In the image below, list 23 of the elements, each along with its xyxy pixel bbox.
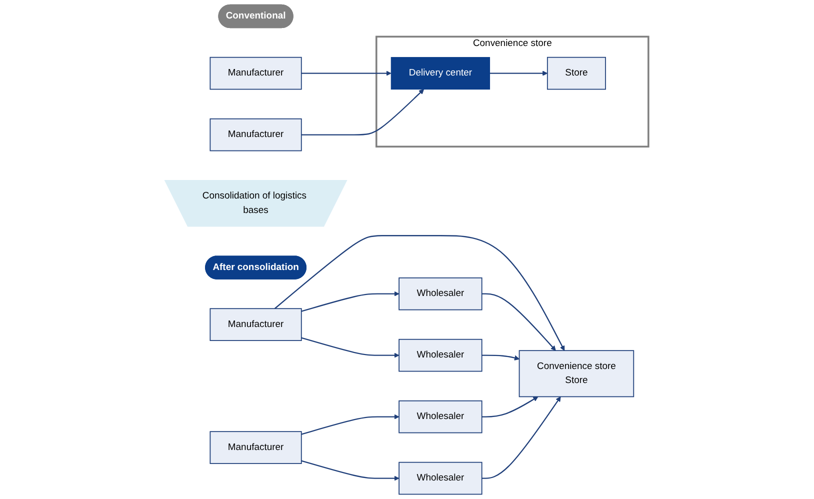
node-box: Wholesaler	[399, 338, 483, 372]
node-box: Manufacturer	[210, 118, 302, 152]
arrow	[302, 460, 400, 481]
arrow	[490, 70, 548, 76]
node-box: Delivery center	[391, 57, 490, 90]
arrow	[482, 396, 562, 479]
node-box: Wholesaler	[399, 462, 483, 495]
arrow	[482, 354, 520, 360]
arrow	[302, 89, 424, 136]
node-box: Wholesaler	[399, 400, 483, 434]
node-box: Convenience store Store	[519, 350, 634, 398]
node-box: Manufacturer	[210, 56, 302, 90]
node-box: Manufacturer	[210, 431, 302, 464]
node-box: Wholesaler	[399, 277, 483, 310]
node-box: Store	[547, 56, 606, 90]
arrow	[482, 396, 539, 418]
arrow	[302, 70, 392, 76]
arrow	[302, 337, 400, 358]
arrow	[302, 414, 400, 435]
node-box: Manufacturer	[210, 308, 302, 341]
arrow	[274, 235, 566, 351]
arrow	[482, 293, 556, 351]
arrow	[302, 291, 400, 312]
